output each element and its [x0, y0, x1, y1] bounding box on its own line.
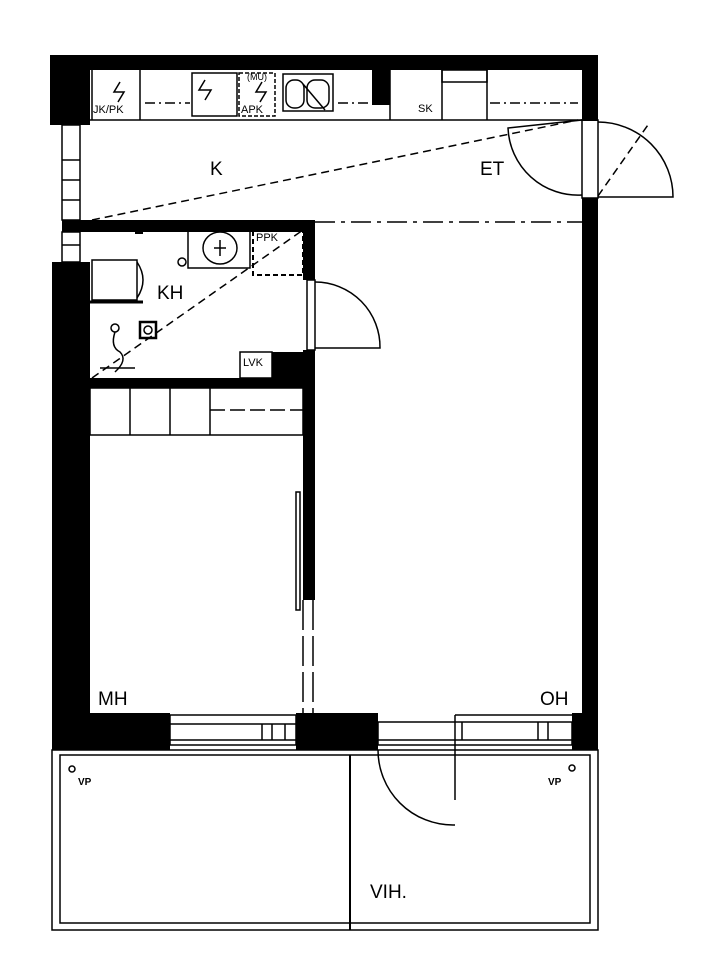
fixture-plumbing-cabinet: LVK: [243, 357, 263, 369]
fixture-dishwasher-cabinet: APK: [241, 104, 264, 116]
room-label-entrance: ET: [480, 159, 505, 180]
fixture-washing-machine: PPK: [256, 232, 279, 244]
fixture-fridge-freezer: JK/PK: [93, 104, 124, 116]
drain-left: VP: [78, 777, 92, 788]
room-label-bathroom: KH: [157, 283, 184, 304]
room-label-kitchen: K: [210, 159, 223, 180]
drain-right: VP: [548, 777, 562, 788]
fixture-dishwasher: (MU): [247, 72, 267, 82]
room-label-bedroom: MH: [98, 689, 128, 710]
room-label-living-room: OH: [540, 689, 569, 710]
room-label-balcony: VIH.: [370, 882, 407, 903]
fixture-electric-cabinet: SK: [418, 103, 433, 115]
walls: [50, 55, 598, 750]
